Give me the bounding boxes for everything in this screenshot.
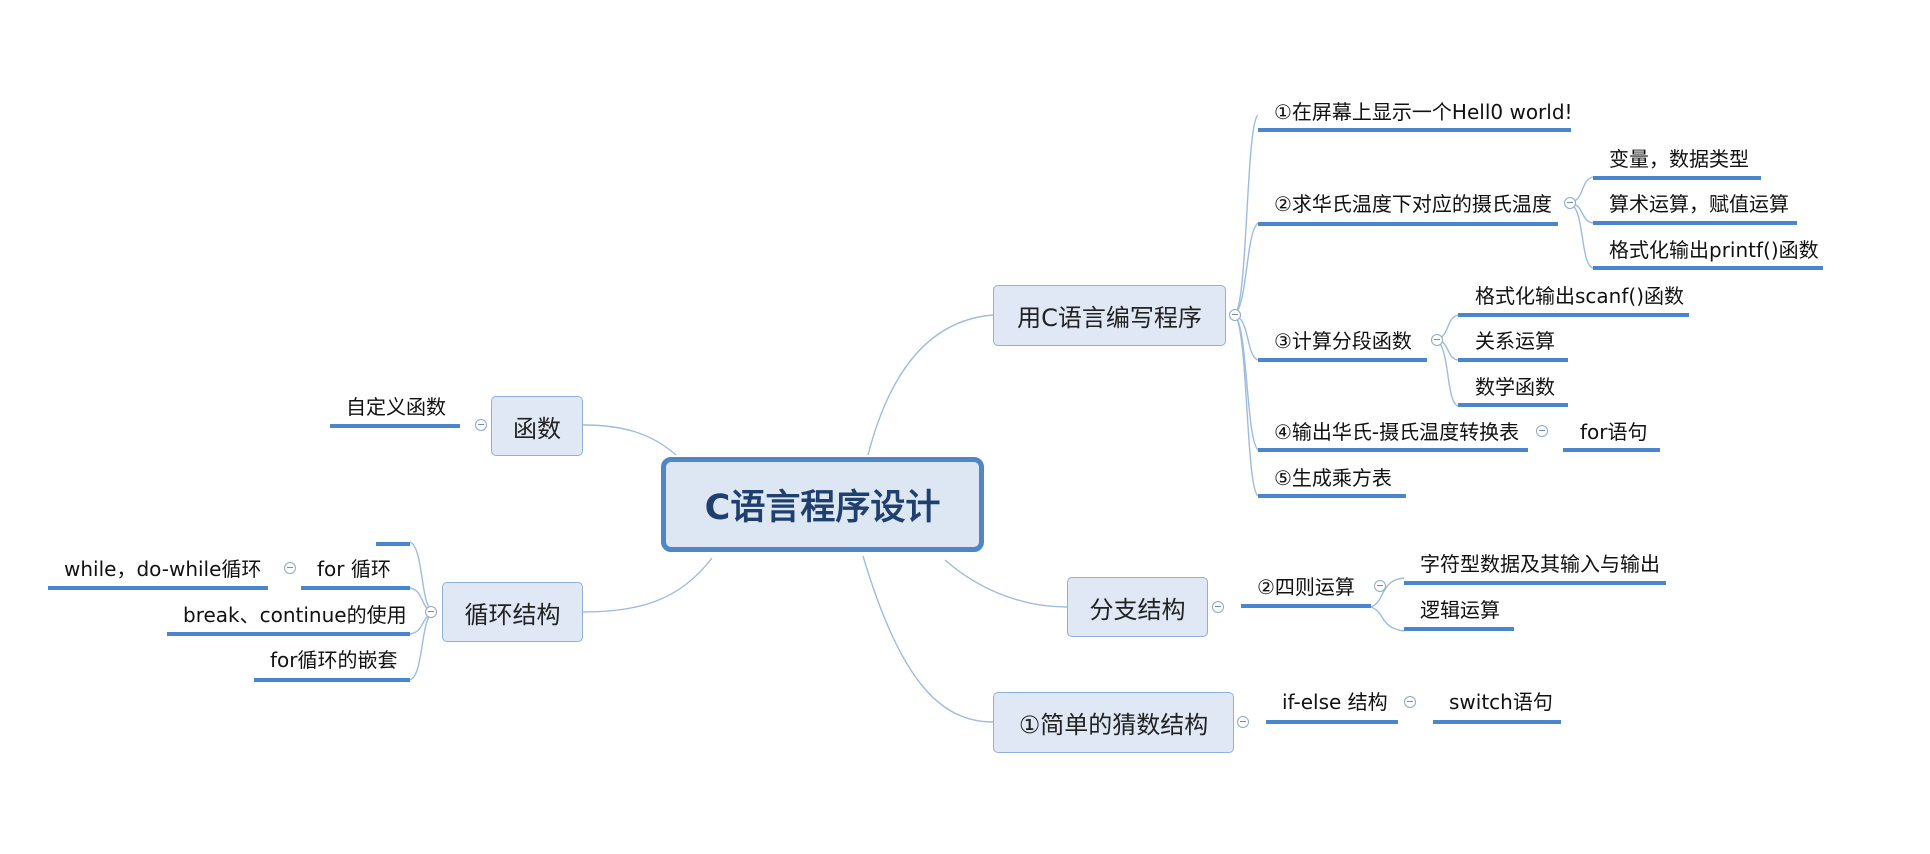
list-item: 格式化输出printf()函数 (1609, 238, 1819, 262)
collapse-toggle-icon[interactable] (1564, 197, 1576, 209)
list-item: ④输出华氏-摄氏温度转换表 (1274, 420, 1520, 444)
collapse-toggle-icon[interactable] (1374, 580, 1386, 592)
item-underline (167, 632, 410, 636)
list-item: ①在屏幕上显示一个Hell0 world! (1274, 100, 1573, 124)
topic-branch-label: 分支结构 (1089, 595, 1186, 624)
item-underline (1563, 448, 1660, 452)
collapse-toggle-icon[interactable] (425, 606, 437, 618)
topic-loops[interactable]: 循环结构 (442, 582, 583, 642)
item-underline (1266, 720, 1398, 724)
list-item: break、continue的使用 (183, 603, 407, 627)
list-item: for循环的嵌套 (270, 648, 398, 672)
item-underline (1258, 448, 1528, 452)
list-item: 数学函数 (1475, 375, 1555, 399)
list-item: 格式化输出scanf()函数 (1475, 284, 1684, 308)
central-topic[interactable]: C语言程序设计 (661, 457, 984, 552)
topic-loops-label: 循环结构 (464, 600, 561, 629)
list-item: for 循环 (317, 557, 391, 581)
item-underline (254, 678, 410, 682)
collapse-toggle-icon[interactable] (1237, 716, 1249, 728)
collapse-toggle-icon[interactable] (284, 562, 296, 574)
list-item: 自定义函数 (346, 395, 446, 419)
item-underline (1258, 494, 1406, 498)
topic-guess-label: ①简单的猜数结构 (1018, 711, 1209, 739)
list-item: 字符型数据及其输入与输出 (1420, 552, 1660, 576)
topic-write-program-label: 用C语言编写程序 (1017, 304, 1202, 332)
collapse-toggle-icon[interactable] (1431, 334, 1443, 346)
item-underline (1258, 222, 1558, 226)
list-item: ②求华氏温度下对应的摄氏温度 (1274, 192, 1552, 216)
list-item: ②四则运算 (1257, 575, 1355, 599)
item-underline (1241, 604, 1371, 608)
list-item: 算术运算，赋值运算 (1609, 192, 1789, 216)
item-underline (301, 586, 410, 590)
list-item: ⑤生成乘方表 (1274, 466, 1392, 490)
item-underline (1593, 176, 1761, 180)
list-item: while，do-while循环 (64, 557, 262, 581)
item-underline (1433, 720, 1561, 724)
item-underline (1404, 581, 1666, 585)
collapse-toggle-icon[interactable] (1229, 309, 1241, 321)
list-item: switch语句 (1449, 690, 1553, 714)
topic-functions[interactable]: 函数 (491, 396, 583, 456)
list-item: 逻辑运算 (1420, 598, 1500, 622)
collapse-toggle-icon[interactable] (1404, 696, 1416, 708)
list-item: for语句 (1580, 420, 1648, 444)
item-underline (1258, 128, 1571, 132)
item-underline (1458, 358, 1568, 362)
item-underline (330, 424, 460, 428)
item-underline (1593, 221, 1797, 225)
collapse-toggle-icon[interactable] (1536, 425, 1548, 437)
item-underline (1593, 266, 1823, 270)
central-topic-label: C语言程序设计 (704, 488, 941, 528)
topic-write-program[interactable]: 用C语言编写程序 (993, 285, 1226, 346)
topic-functions-label: 函数 (513, 414, 561, 443)
list-item: 关系运算 (1475, 329, 1555, 353)
list-item: if-else 结构 (1282, 690, 1388, 714)
topic-guess[interactable]: ①简单的猜数结构 (993, 692, 1234, 753)
item-underline (1458, 403, 1568, 407)
item-underline (1458, 313, 1689, 317)
list-item: ③计算分段函数 (1274, 329, 1412, 353)
item-underline (48, 586, 268, 590)
item-underline (1404, 627, 1514, 631)
item-underline (376, 542, 410, 546)
collapse-toggle-icon[interactable] (1212, 601, 1224, 613)
item-underline (1258, 358, 1427, 362)
list-item: 变量，数据类型 (1609, 147, 1749, 171)
topic-branch[interactable]: 分支结构 (1067, 577, 1208, 637)
collapse-toggle-icon[interactable] (475, 419, 487, 431)
